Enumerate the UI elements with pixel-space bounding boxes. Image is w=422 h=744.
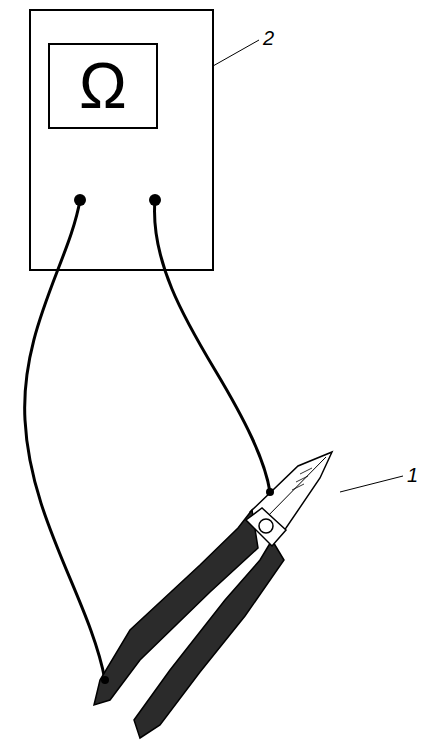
jaw-serration xyxy=(292,468,312,490)
lead-contact xyxy=(266,488,274,496)
multimeter-housing xyxy=(30,10,213,270)
pliers-jaws xyxy=(250,452,332,542)
lead-contact xyxy=(101,676,109,684)
callout-number: 2 xyxy=(263,28,274,48)
meter-terminal xyxy=(74,194,86,206)
callout-number: 1 xyxy=(407,465,418,485)
jaw-line xyxy=(262,457,326,522)
pliers-handle xyxy=(134,540,284,738)
leader-line xyxy=(340,476,403,492)
pliers-joint xyxy=(246,508,286,546)
test-lead xyxy=(25,200,105,680)
pivot-rivet xyxy=(259,519,273,533)
leader-line xyxy=(213,40,259,66)
test-lead xyxy=(155,200,270,492)
display-box: Ω xyxy=(48,43,158,129)
meter-terminal xyxy=(149,194,161,206)
display-symbol: Ω xyxy=(79,54,127,118)
